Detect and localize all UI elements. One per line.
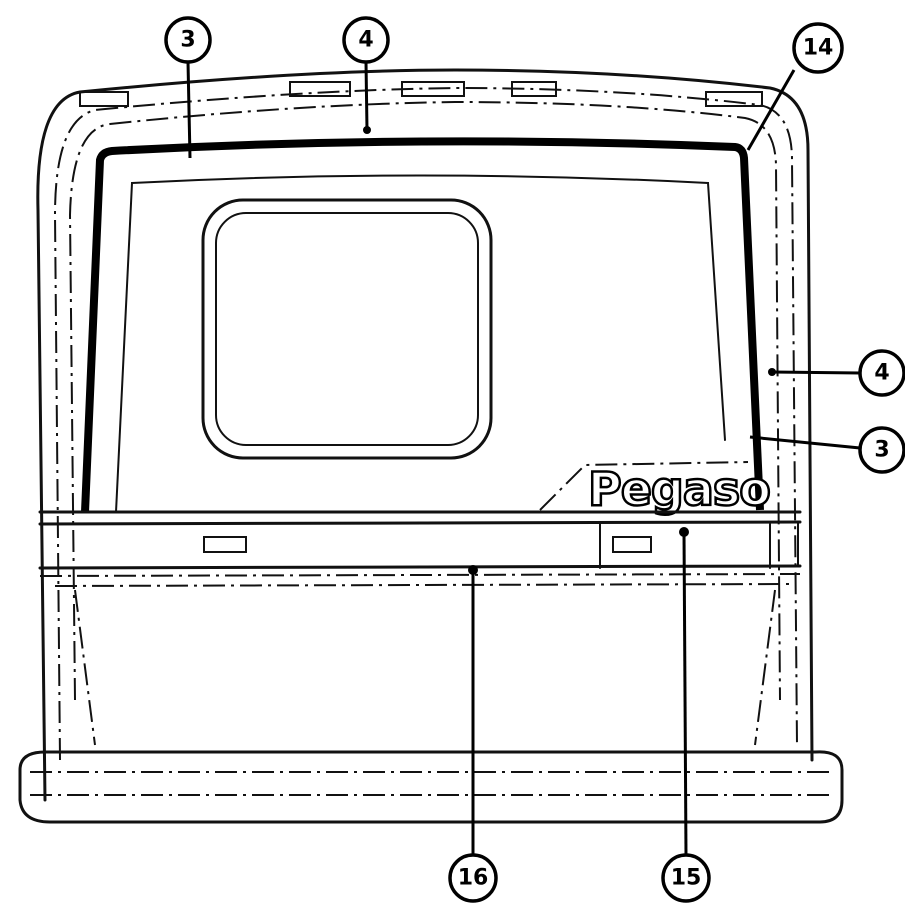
callout-16-label: 16 xyxy=(458,866,489,891)
callout-4-top: 4 xyxy=(342,16,390,64)
callout-4-right-label: 4 xyxy=(874,361,889,386)
brand-badge: Pegaso xyxy=(539,461,772,517)
callout-15: 15 xyxy=(661,853,711,903)
bumper xyxy=(18,750,844,824)
callout-3-right-label: 3 xyxy=(874,438,889,463)
door-outline xyxy=(36,68,814,802)
callout-3-right: 3 xyxy=(858,426,905,474)
callout-14: 14 xyxy=(792,22,844,74)
lower-panel xyxy=(74,589,776,746)
callout-3-top-label: 3 xyxy=(180,28,195,53)
roof-tabs xyxy=(79,81,763,107)
callout-4-right: 4 xyxy=(858,349,905,397)
callout-16: 16 xyxy=(448,853,498,903)
callout-14-label: 14 xyxy=(803,36,834,61)
leader-lines xyxy=(186,61,861,857)
callout-4-top-label: 4 xyxy=(358,28,373,53)
callout-3-top: 3 xyxy=(164,16,212,64)
window-seal xyxy=(81,137,764,513)
leader-dots xyxy=(363,126,776,575)
trim-strip xyxy=(38,520,802,587)
callout-15-label: 15 xyxy=(671,866,702,891)
rear-window xyxy=(201,198,493,460)
window-glass xyxy=(115,174,726,513)
brand-text: Pegaso xyxy=(588,462,770,516)
